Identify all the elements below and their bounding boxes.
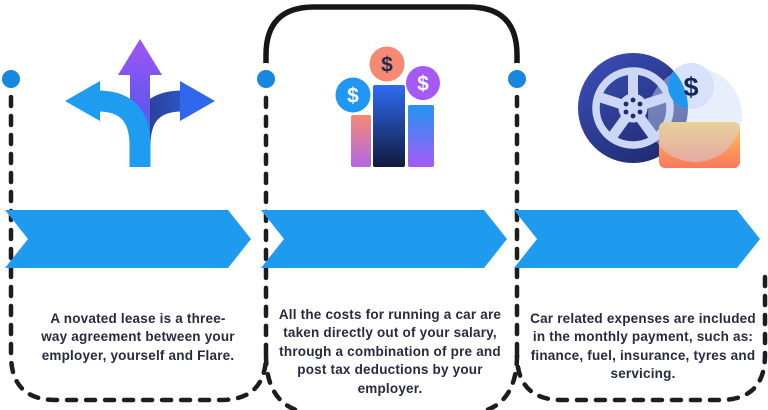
dollar-coin-purple: $ [406,66,440,100]
dollar-sign: $ [683,72,698,102]
chevron-banner-3 [514,210,760,268]
dollar-sign: $ [417,73,429,96]
car-wheel-expenses-icon: $ [578,53,742,168]
dollar-coin-light: $ [668,63,714,109]
right-arrow [129,81,215,167]
bar-left [351,115,371,167]
lug-nuts [623,97,643,119]
section3-description: Car related expenses are included in the… [530,310,756,382]
three-way-arrows-icon [65,39,215,167]
timeline-dot-1 [2,70,20,88]
timeline-dot-2 [257,70,275,88]
dollar-coin-salmon: $ [369,46,405,82]
up-arrow [118,39,162,167]
expense-card [659,122,740,168]
section2-dashed-border [263,94,520,410]
dollar-sign: $ [347,85,359,108]
dollar-coin-blue: $ [335,77,371,113]
middle-section-solid-border [263,4,520,67]
left-arrow [65,81,151,167]
chevron-banner-2 [261,210,507,268]
section1-dashed-border [8,94,269,403]
section1-description: A novated lease is a three-way agreement… [41,310,235,363]
chevron-banner-1 [5,210,251,268]
alloy-wheel [592,67,674,149]
timeline-dot-3 [508,70,526,88]
bar-right [408,105,434,167]
dollar-sign: $ [381,54,393,77]
section2-description: All the costs for running a car are take… [278,306,502,396]
section3-dashed-border [514,274,768,403]
money-bar-chart-icon: $ $ $ [335,46,440,167]
bar-middle [373,85,405,167]
